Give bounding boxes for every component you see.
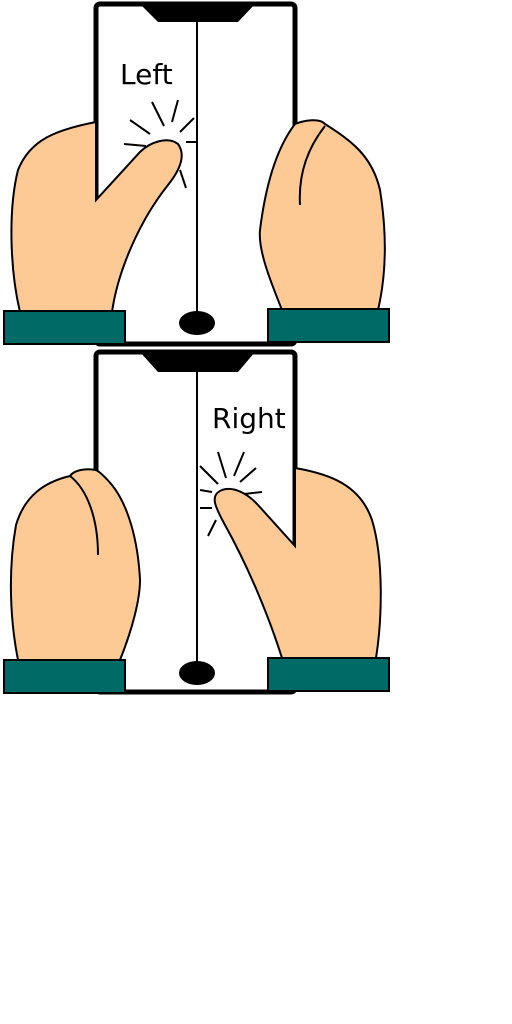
home-button-icon xyxy=(179,311,215,335)
right-sleeve xyxy=(267,657,390,692)
tap-burst-icon xyxy=(123,99,196,189)
left-hand xyxy=(10,120,183,313)
right-sleeve xyxy=(267,308,390,343)
left-sleeve xyxy=(3,310,126,345)
right-hand xyxy=(258,119,386,311)
tap-label-right: Right xyxy=(212,402,286,435)
speaker-notch-icon xyxy=(140,4,255,22)
tap-label-left: Left xyxy=(120,58,173,91)
panel-left-tap: Left xyxy=(3,1,390,347)
right-hand xyxy=(213,466,382,659)
right-thumb-crease xyxy=(298,125,326,206)
left-sleeve xyxy=(3,659,126,694)
left-thumb-crease xyxy=(69,475,99,556)
left-hand xyxy=(9,468,142,661)
tap-burst-icon xyxy=(199,451,263,537)
speaker-notch-icon xyxy=(140,352,255,372)
home-button-icon xyxy=(179,661,215,685)
panel-right-tap: Right xyxy=(3,349,390,695)
